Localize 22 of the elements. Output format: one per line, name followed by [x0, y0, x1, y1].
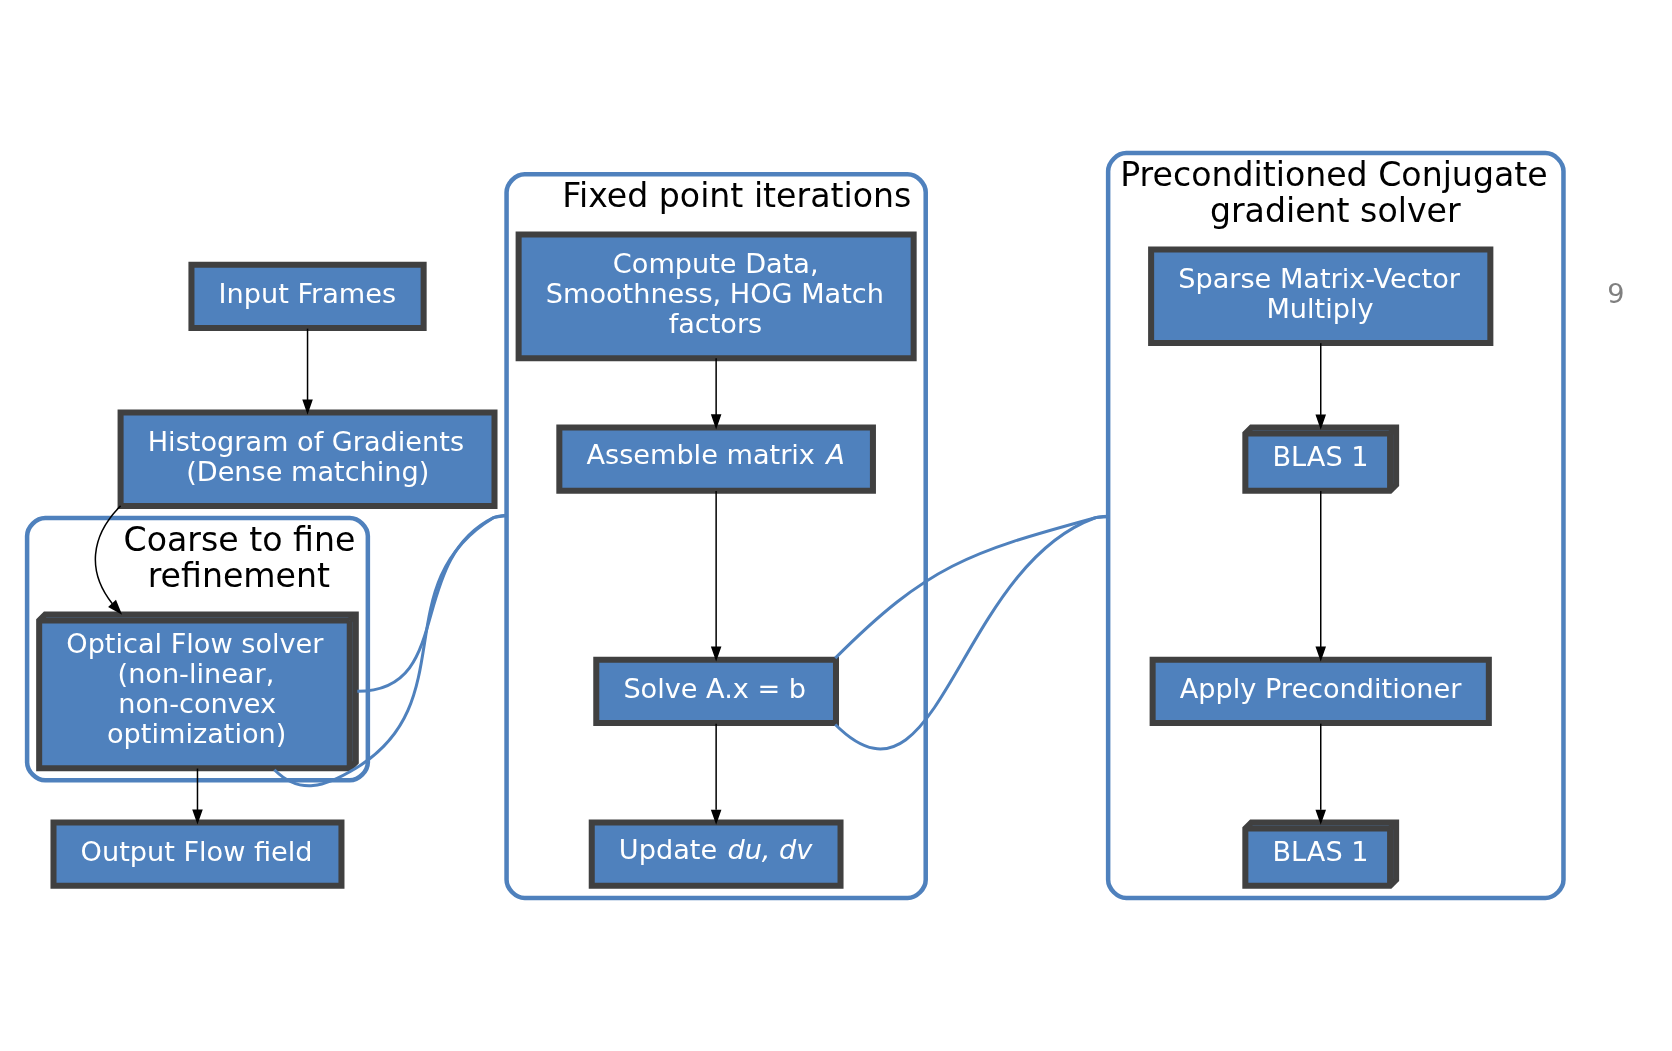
node-box: Apply Preconditioner — [1149, 656, 1492, 727]
node-box: Input Frames — [188, 261, 427, 331]
arrow — [302, 327, 313, 415]
connector — [273, 513, 507, 788]
node-box: Assemble matrix A — [556, 424, 876, 494]
node-box: Compute Data, Smoothness, HOG Match factors — [515, 231, 917, 362]
arrow — [1315, 490, 1326, 662]
arrow — [1315, 722, 1326, 825]
connector — [834, 514, 1109, 751]
node-box: Output Flow field — [50, 819, 345, 889]
arrow — [94, 505, 123, 615]
arrow — [192, 767, 203, 825]
node-box: Sparse Matrix-Vector Multiply — [1148, 246, 1494, 347]
node-box: Histogram of Gradients (Dense matching) — [117, 409, 498, 509]
label: 9 — [1607, 277, 1625, 309]
node-box: Solve A.x = b — [593, 656, 839, 727]
arrow — [1315, 342, 1326, 430]
node-box: Update du, dv — [588, 819, 844, 889]
arrow — [710, 357, 722, 430]
arrow — [710, 490, 722, 662]
connector — [357, 514, 507, 693]
arrow — [710, 722, 722, 825]
